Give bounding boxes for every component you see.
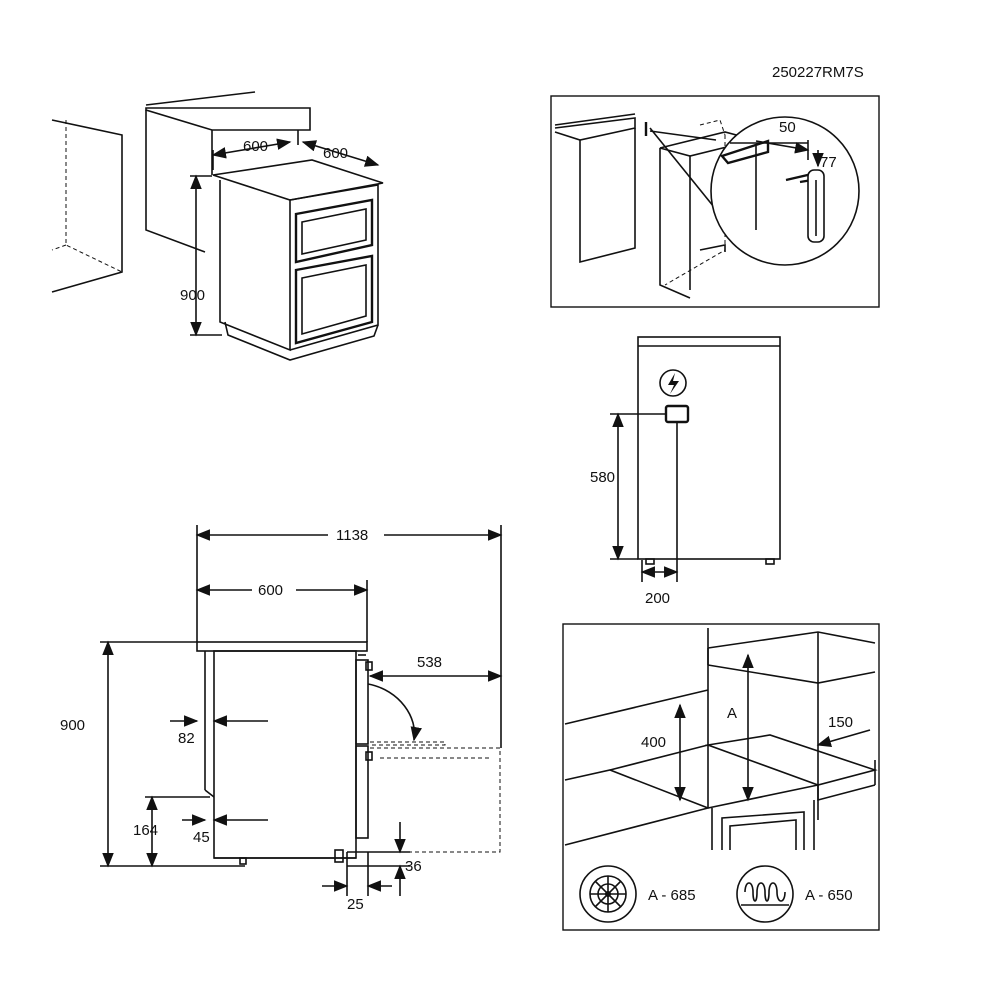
fig-electrical: 580 200 (590, 336, 781, 607)
fig5-150-label: 150 (828, 714, 853, 731)
fig2-dim-a-label: 50 (779, 119, 796, 136)
fig1-width-label: 600 (243, 138, 268, 155)
fig-anti-tilt: 50 77 (550, 95, 880, 308)
fig4-door-label: 538 (417, 654, 442, 671)
fig4-d82-label: 82 (178, 730, 195, 747)
fig-cooker-placement: 600 600 900 (51, 91, 384, 361)
fig5-coil-label: A - 650 (805, 887, 853, 904)
fig4-height-label: 900 (60, 717, 85, 734)
fig4-d36-label: 36 (405, 858, 422, 875)
fig-side-dimensions: 1138 600 538 900 82 164 45 36 (60, 524, 503, 913)
fan-oven-icon (579, 865, 637, 923)
fig1-height-label: 900 (180, 287, 205, 304)
power-icon (659, 369, 687, 397)
fig-hob-clearance: 400 A 150 A - 685 A - 650 (562, 623, 880, 931)
product-code: 250227RM7S (772, 64, 864, 81)
fig5-400-label: 400 (641, 734, 666, 751)
fig5-fan-label: A - 685 (648, 887, 696, 904)
fig4-d45-label: 45 (193, 829, 210, 846)
fig4-d164-label: 164 (133, 822, 158, 839)
socket-icon (664, 404, 690, 424)
fig4-total-label: 1138 (336, 527, 368, 544)
fig4-d25-label: 25 (347, 896, 364, 913)
fig1-depth-label: 600 (323, 145, 348, 162)
lightning-icon (668, 373, 679, 394)
fig4-width-label: 600 (258, 582, 283, 599)
fig5-a-label: A (727, 705, 737, 722)
fig2-dim-b-label: 77 (820, 154, 837, 171)
heating-element-icon (736, 865, 794, 923)
fig3-offset-label: 200 (645, 590, 670, 607)
fig3-height-label: 580 (590, 469, 615, 486)
